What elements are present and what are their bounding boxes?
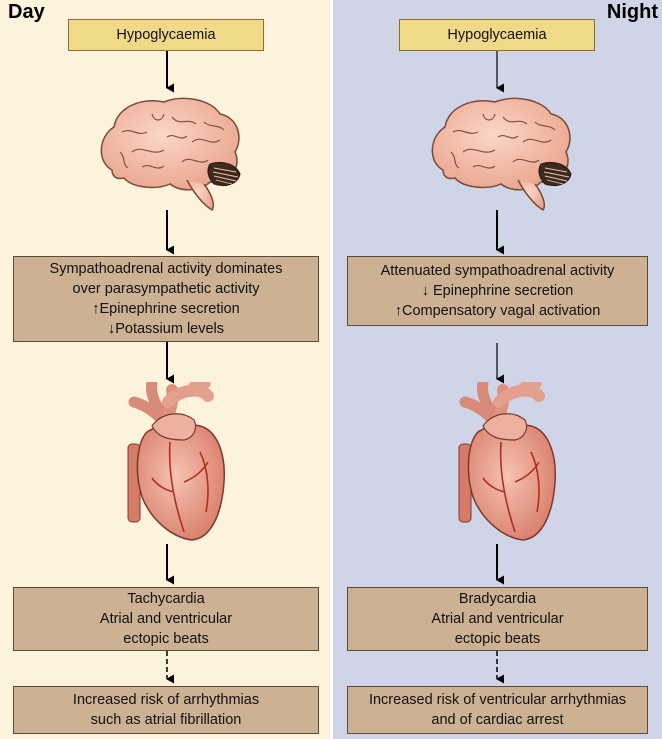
night-response-line-1: Attenuated sympathoadrenal activity: [380, 263, 615, 279]
day-response-line-3: ↑Epinephrine secretion: [92, 301, 240, 317]
night-arrow-3: [496, 343, 504, 384]
night-cardiac-line-1: Bradycardia: [458, 591, 537, 607]
day-cardiac-box: Tachycardia Atrial and ventricular ectop…: [13, 587, 319, 651]
day-hypoglycaemia-box: Hypoglycaemia: [68, 19, 264, 51]
day-outcome-box: Increased risk of arrhythmias such as at…: [13, 686, 319, 734]
day-panel: Day Hypoglycaemia Sympathoadrenal activi…: [0, 0, 330, 739]
night-panel: Night Hypoglycaemia Attenuated sympathoa…: [333, 0, 662, 739]
day-arrow-2: [166, 210, 174, 255]
day-brain-illustration: [100, 97, 241, 211]
day-response-box: Sympathoadrenal activity dominates over …: [13, 256, 319, 342]
night-arrow-2: [496, 210, 504, 255]
day-arrow-1: [166, 51, 174, 93]
night-brain-illustration: [431, 97, 572, 211]
day-trigger-label: Hypoglycaemia: [116, 27, 216, 43]
day-cardiac-line-2: Atrial and ventricular: [99, 611, 233, 627]
day-heart-illustration: [112, 382, 232, 544]
night-cardiac-line-3: ectopic beats: [454, 631, 541, 647]
night-dashed-arrow: [496, 651, 504, 684]
day-cardiac-line-1: Tachycardia: [127, 591, 205, 607]
night-hypoglycaemia-box: Hypoglycaemia: [399, 19, 595, 51]
night-arrow-1: [496, 51, 504, 93]
night-cardiac-line-2: Atrial and ventricular: [431, 611, 564, 627]
night-arrow-4: [496, 544, 504, 585]
day-outcome-line-2: such as atrial fibrillation: [90, 712, 242, 728]
night-response-line-3: ↑Compensatory vagal activation: [394, 303, 601, 319]
night-title: Night: [606, 1, 658, 23]
day-response-line-4: ↓Potassium levels: [107, 321, 225, 337]
night-trigger-label: Hypoglycaemia: [447, 27, 547, 43]
day-title: Day: [8, 1, 45, 23]
night-response-line-2: ↓ Epinephrine secretion: [421, 283, 574, 299]
day-response-line-2: over parasympathetic activity: [72, 281, 260, 297]
night-heart-illustration: [443, 382, 563, 544]
night-outcome-line-2: and of cardiac arrest: [431, 712, 564, 728]
day-dashed-arrow: [166, 651, 174, 684]
night-outcome-box: Increased risk of ventricular arrhythmia…: [347, 686, 648, 734]
day-response-line-1: Sympathoadrenal activity dominates: [49, 261, 283, 277]
day-arrow-4: [166, 544, 174, 585]
night-response-box: Attenuated sympathoadrenal activity ↓ Ep…: [347, 256, 648, 326]
night-outcome-line-1: Increased risk of ventricular arrhythmia…: [368, 692, 627, 708]
day-outcome-line-1: Increased risk of arrhythmias: [72, 692, 260, 708]
day-cardiac-line-3: ectopic beats: [123, 631, 209, 647]
day-arrow-3: [166, 342, 174, 384]
night-cardiac-box: Bradycardia Atrial and ventricular ectop…: [347, 587, 648, 651]
